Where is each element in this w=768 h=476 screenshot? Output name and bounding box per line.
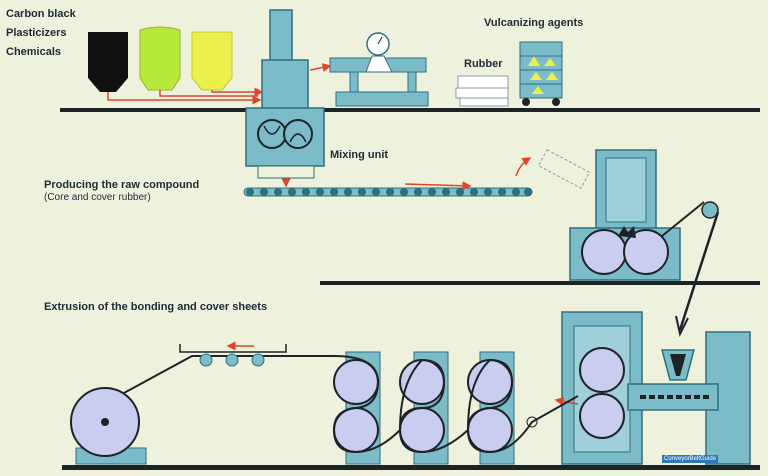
floor-top: [60, 108, 760, 112]
label-carbon-black: Carbon black: [6, 8, 76, 20]
label-chemicals: Chemicals: [6, 46, 62, 58]
label-producing-raw-compound: Producing the raw compound: [44, 179, 200, 191]
mixing-unit: [245, 9, 325, 188]
label-vulcanizing-agents: Vulcanizing agents: [484, 17, 584, 29]
bin-chemicals: [191, 31, 233, 91]
floor-bottom: [62, 465, 760, 470]
floor-middle: [320, 281, 760, 285]
rubber-bales: [455, 75, 509, 107]
chain-conveyor: [243, 149, 591, 197]
calender-extruder: [554, 311, 751, 465]
label-core-cover-rubber: (Core and cover rubber): [44, 192, 151, 203]
label-rubber: Rubber: [464, 58, 503, 70]
winding-roll: [70, 341, 287, 465]
label-extrusion: Extrusion of the bonding and cover sheet…: [44, 301, 268, 313]
sheet-path: [99, 355, 579, 454]
bin-plasticizers: [139, 26, 181, 91]
feed-lines: [107, 87, 264, 105]
weighing-scale: [309, 32, 429, 107]
bin-carbon-black: [88, 32, 128, 92]
watermark: ConveyorBeltGuide: [662, 455, 719, 463]
label-plasticizers: Plasticizers: [6, 27, 67, 39]
label-mixing-unit: Mixing unit: [330, 149, 389, 161]
vulcanizing-cart: [519, 41, 563, 106]
mill: [569, 149, 720, 337]
